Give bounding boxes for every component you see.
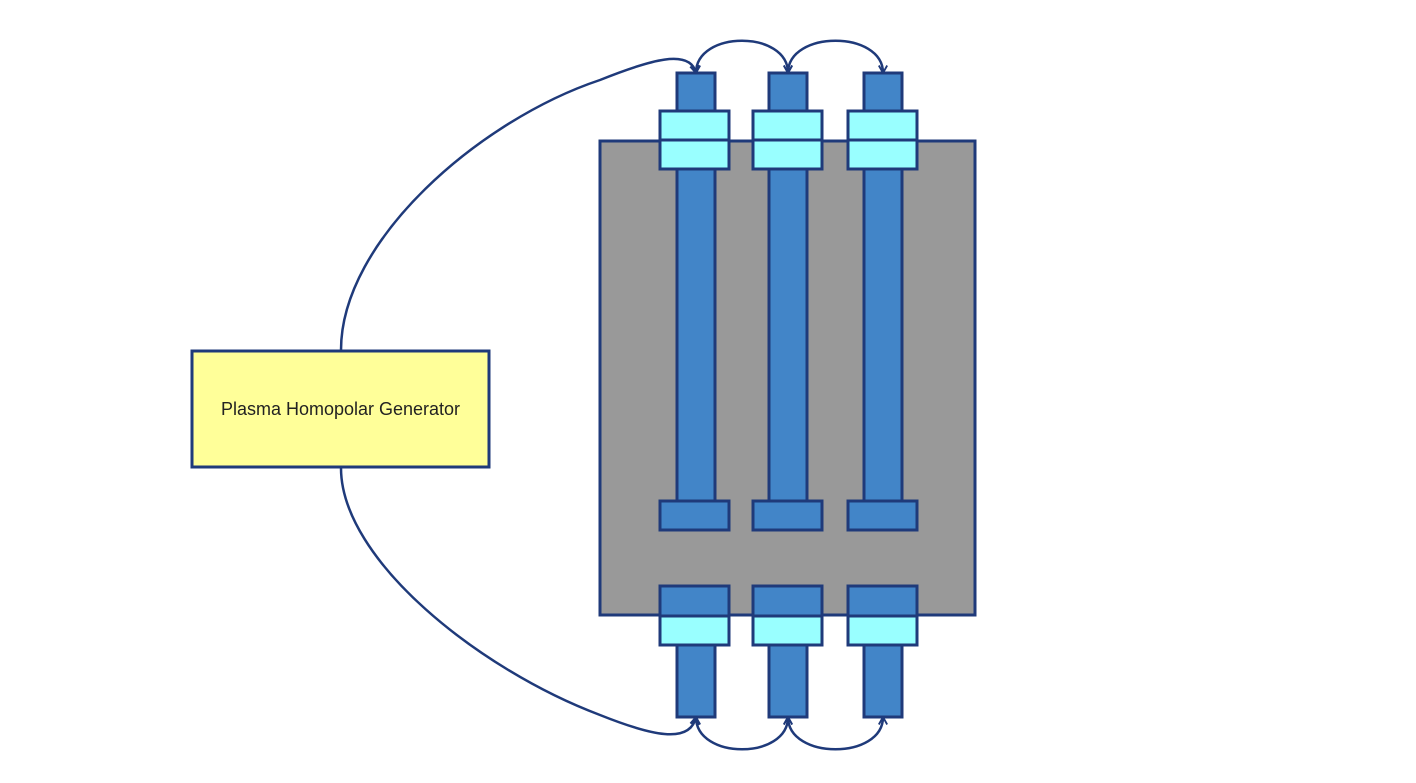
rod-top-stub: [862, 71, 904, 113]
generator-node: Plasma Homopolar Generator: [190, 349, 491, 469]
rod-top-stub: [767, 71, 809, 113]
bottom-feed-wire: [339, 467, 696, 736]
rod-end-block: [658, 499, 731, 532]
generator-label: Plasma Homopolar Generator: [221, 399, 460, 419]
rod-top-stub: [675, 71, 717, 113]
rod-shaft: [675, 167, 717, 503]
rod-bottom-collar-lower: [846, 614, 919, 647]
rod-end-block: [751, 499, 824, 532]
rod-bottom-stub: [767, 643, 809, 719]
top-feed-wire: [339, 57, 696, 351]
rod-bottom-collar-upper: [846, 584, 919, 618]
rod-assembly-3: [846, 71, 919, 719]
rod-bottom-collar-upper: [751, 584, 824, 618]
rod-bottom-collar-lower: [751, 614, 824, 647]
rod-assembly-1: [658, 71, 731, 719]
top-link-wire-1-2: [696, 39, 788, 73]
rod-shaft: [767, 167, 809, 503]
rod-shaft: [862, 167, 904, 503]
generator-box: [190, 349, 491, 469]
rod-bottom-collar-lower: [658, 614, 731, 647]
rod-bottom-stub: [675, 643, 717, 719]
rod-end-block: [846, 499, 919, 532]
rod-bottom-collar-upper: [658, 584, 731, 618]
rod-bottom-stub: [862, 643, 904, 719]
rod-assembly-2: [751, 71, 824, 719]
bottom-link-wire-2-3: [788, 717, 883, 751]
top-link-wire-2-3: [788, 39, 883, 73]
bottom-link-wire-1-2: [696, 717, 788, 751]
